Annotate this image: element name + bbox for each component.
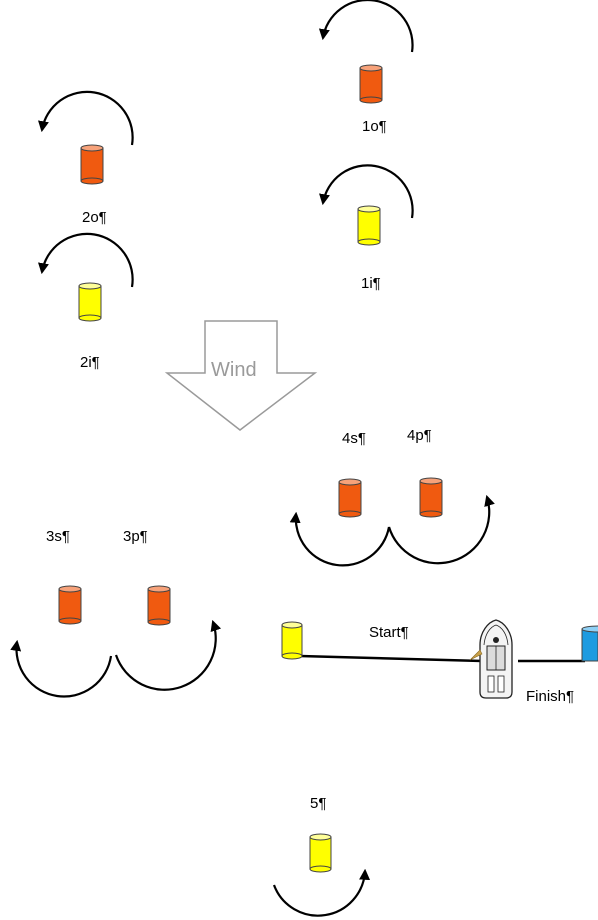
rotation-arrow-icon	[387, 494, 495, 565]
orange-buoy-icon	[147, 585, 171, 626]
mark-5: 5¶	[272, 795, 371, 917]
yellow-buoy-icon	[78, 282, 102, 322]
mark-1i: 1i¶	[319, 164, 414, 292]
rotation-arrow-icon	[10, 639, 113, 698]
rotation-arrow-icon	[38, 90, 134, 146]
wind-label: Wind	[211, 359, 257, 381]
rotation-arrow-icon	[38, 232, 134, 288]
mark-4s-label: 4s¶	[342, 430, 366, 447]
mark-2o-label: 2o¶	[82, 209, 107, 226]
orange-buoy-icon	[80, 144, 104, 185]
yellow-buoy-icon	[281, 621, 303, 660]
rotation-arrow-icon	[114, 619, 222, 691]
mark-4s: 4s¶	[289, 430, 391, 567]
rotation-arrow-icon	[272, 868, 371, 917]
mark-2i-label: 2i¶	[80, 354, 100, 371]
wind-arrow-icon	[164, 320, 318, 431]
start-label: Start¶	[369, 624, 409, 641]
motor-yacht-icon	[469, 619, 513, 699]
blue-buoy-icon	[581, 625, 598, 662]
yellow-buoy-icon	[357, 205, 381, 246]
rotation-arrow-icon	[318, 0, 414, 53]
start-finish-area: Start¶ Finish¶	[281, 619, 598, 705]
orange-buoy-icon	[359, 64, 383, 104]
orange-buoy-icon	[419, 477, 443, 518]
mark-3p-label: 3p¶	[123, 528, 148, 545]
mark-2i: 2i¶	[38, 232, 134, 371]
mark-1o: 1o¶	[318, 0, 414, 135]
mark-4p: 4p¶	[387, 427, 495, 565]
mark-5-label: 5¶	[310, 795, 326, 812]
start-line	[299, 654, 483, 663]
mark-3s: 3s¶	[10, 528, 113, 698]
mark-4p-label: 4p¶	[407, 427, 432, 444]
mark-1o-label: 1o¶	[362, 118, 387, 135]
mark-3p: 3p¶	[114, 528, 222, 691]
orange-buoy-icon	[338, 478, 362, 518]
finish-label: Finish¶	[526, 688, 574, 705]
mark-2o: 2o¶	[38, 90, 134, 226]
wind-indicator: Wind	[164, 320, 318, 431]
orange-buoy-icon	[58, 585, 82, 625]
rotation-arrow-icon	[289, 511, 391, 567]
yellow-buoy-icon	[309, 833, 332, 873]
rotation-arrow-icon	[319, 164, 414, 219]
mark-3s-label: 3s¶	[46, 528, 70, 545]
mark-1i-label: 1i¶	[361, 275, 381, 292]
